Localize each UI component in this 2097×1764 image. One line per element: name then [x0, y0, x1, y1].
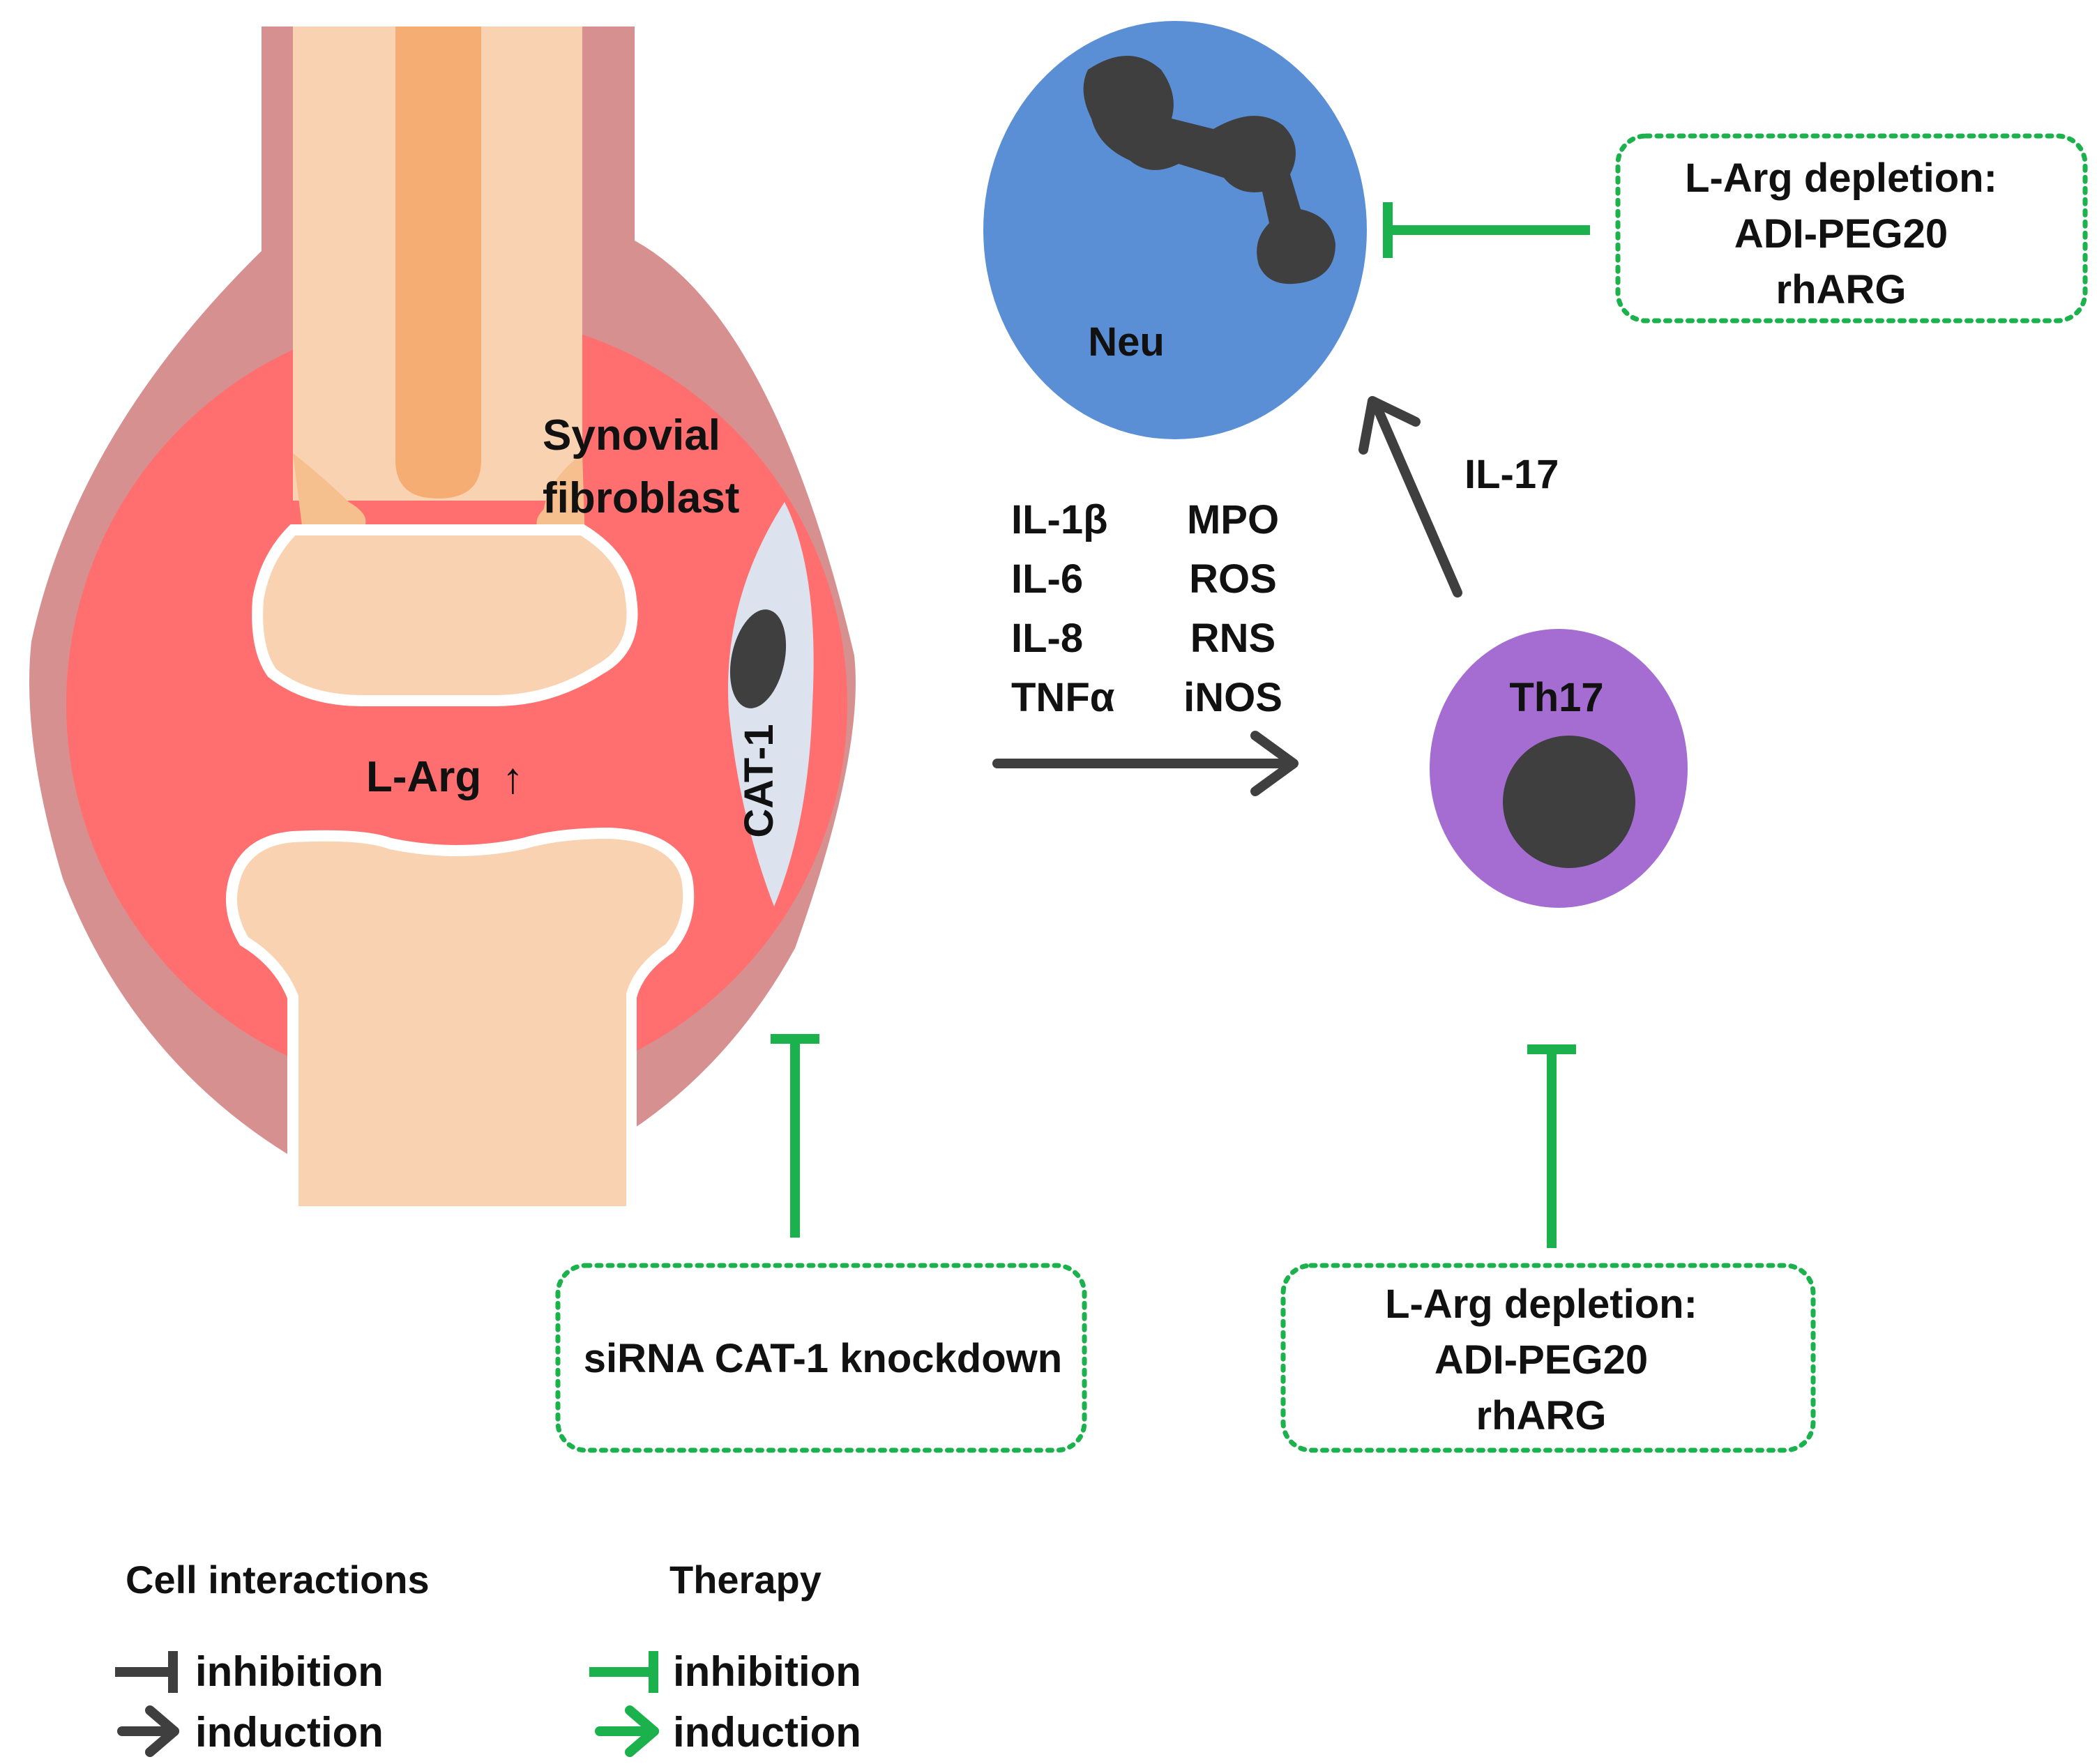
- il17-induction-arrow: [1358, 396, 1462, 598]
- mediator-left-2: IL-8: [1011, 616, 1083, 661]
- therapy-box-neu: L-Arg depletion: ADI-PEG20 rhARG: [1615, 133, 2088, 324]
- mediator-right-1: ROS: [1189, 556, 1277, 602]
- therapy-box-th17-line3: rhARG: [1476, 1393, 1607, 1438]
- legend-cell-induction-label: induction: [195, 1709, 384, 1756]
- l-arg-label: L-Arg: [366, 753, 481, 801]
- synovial-fibroblast-label-line2: fibroblast: [543, 474, 739, 522]
- legend-dark-induction-symbol: [117, 1705, 179, 1757]
- therapy-inhibition-joint: [771, 1034, 819, 1238]
- joint-illustration: CAT-1 Synovial fibroblast L-Arg ↑: [29, 26, 856, 1212]
- therapy-inhibition-th17: [1527, 1044, 1576, 1248]
- l-arg-up-arrow: ↑: [502, 754, 524, 803]
- th17-nucleus: [1503, 736, 1635, 868]
- mediator-right-0: MPO: [1187, 497, 1279, 542]
- synovial-fibroblast-cell: [728, 502, 814, 906]
- therapy-box-th17: L-Arg depletion: ADI-PEG20 rhARG: [1280, 1263, 1816, 1453]
- therapy-box-neu-line1: L-Arg depletion:: [1685, 155, 1997, 201]
- upper-bone-condyle: [252, 524, 638, 706]
- therapy-box-neu-line3: rhARG: [1776, 267, 1907, 312]
- synovial-fibroblast-label-line1: Synovial: [543, 411, 720, 459]
- therapy-box-joint: siRNA CAT-1 knockdown: [555, 1263, 1087, 1453]
- legend-therapy-inhibition-label: inhibition: [673, 1648, 861, 1695]
- therapy-box-joint-line1: siRNA CAT-1 knockdown: [584, 1336, 1062, 1381]
- neu-label: Neu: [1088, 319, 1165, 365]
- mediator-right-3: iNOS: [1183, 675, 1282, 720]
- neutrophil: Neu: [983, 21, 1367, 439]
- induction-arrow-to-th17: [992, 731, 1299, 796]
- legend: Cell interactions Therapy inhibition ind…: [115, 1558, 861, 1757]
- therapy-box-th17-line1: L-Arg depletion:: [1385, 1282, 1697, 1327]
- bone-marrow: [395, 26, 481, 499]
- mediator-left-1: IL-6: [1011, 556, 1083, 602]
- therapy-box-th17-line2: ADI-PEG20: [1434, 1337, 1648, 1383]
- legend-therapy-induction-label: induction: [673, 1709, 861, 1756]
- legend-cell-interactions-title: Cell interactions: [126, 1558, 430, 1602]
- neutrophil-multilobed-nucleus: [1083, 56, 1335, 284]
- therapy-inhibition-neu: [1383, 202, 1590, 258]
- mediator-left-3: TNFα: [1011, 675, 1115, 720]
- legend-dark-inhibition-symbol: [115, 1651, 178, 1693]
- legend-green-induction-symbol: [595, 1705, 659, 1757]
- mediator-right-2: RNS: [1190, 616, 1275, 661]
- inflammatory-mediators: IL-1β IL-6 IL-8 TNFα MPO ROS RNS iNOS: [1011, 497, 1282, 720]
- mediator-left-0: IL-1β: [1011, 497, 1108, 542]
- lower-bone-shaft: [298, 976, 626, 1206]
- th17-cell-group: Th17: [1430, 629, 1688, 908]
- legend-cell-inhibition-label: inhibition: [195, 1648, 384, 1695]
- th17-label: Th17: [1509, 675, 1603, 720]
- il17-label: IL-17: [1464, 452, 1559, 497]
- fibroblast-nucleus: [729, 609, 787, 708]
- legend-therapy-title: Therapy: [669, 1558, 822, 1602]
- legend-green-inhibition-symbol: [589, 1651, 658, 1693]
- cat1-label: CAT-1: [736, 724, 782, 837]
- therapy-box-neu-line2: ADI-PEG20: [1734, 211, 1948, 257]
